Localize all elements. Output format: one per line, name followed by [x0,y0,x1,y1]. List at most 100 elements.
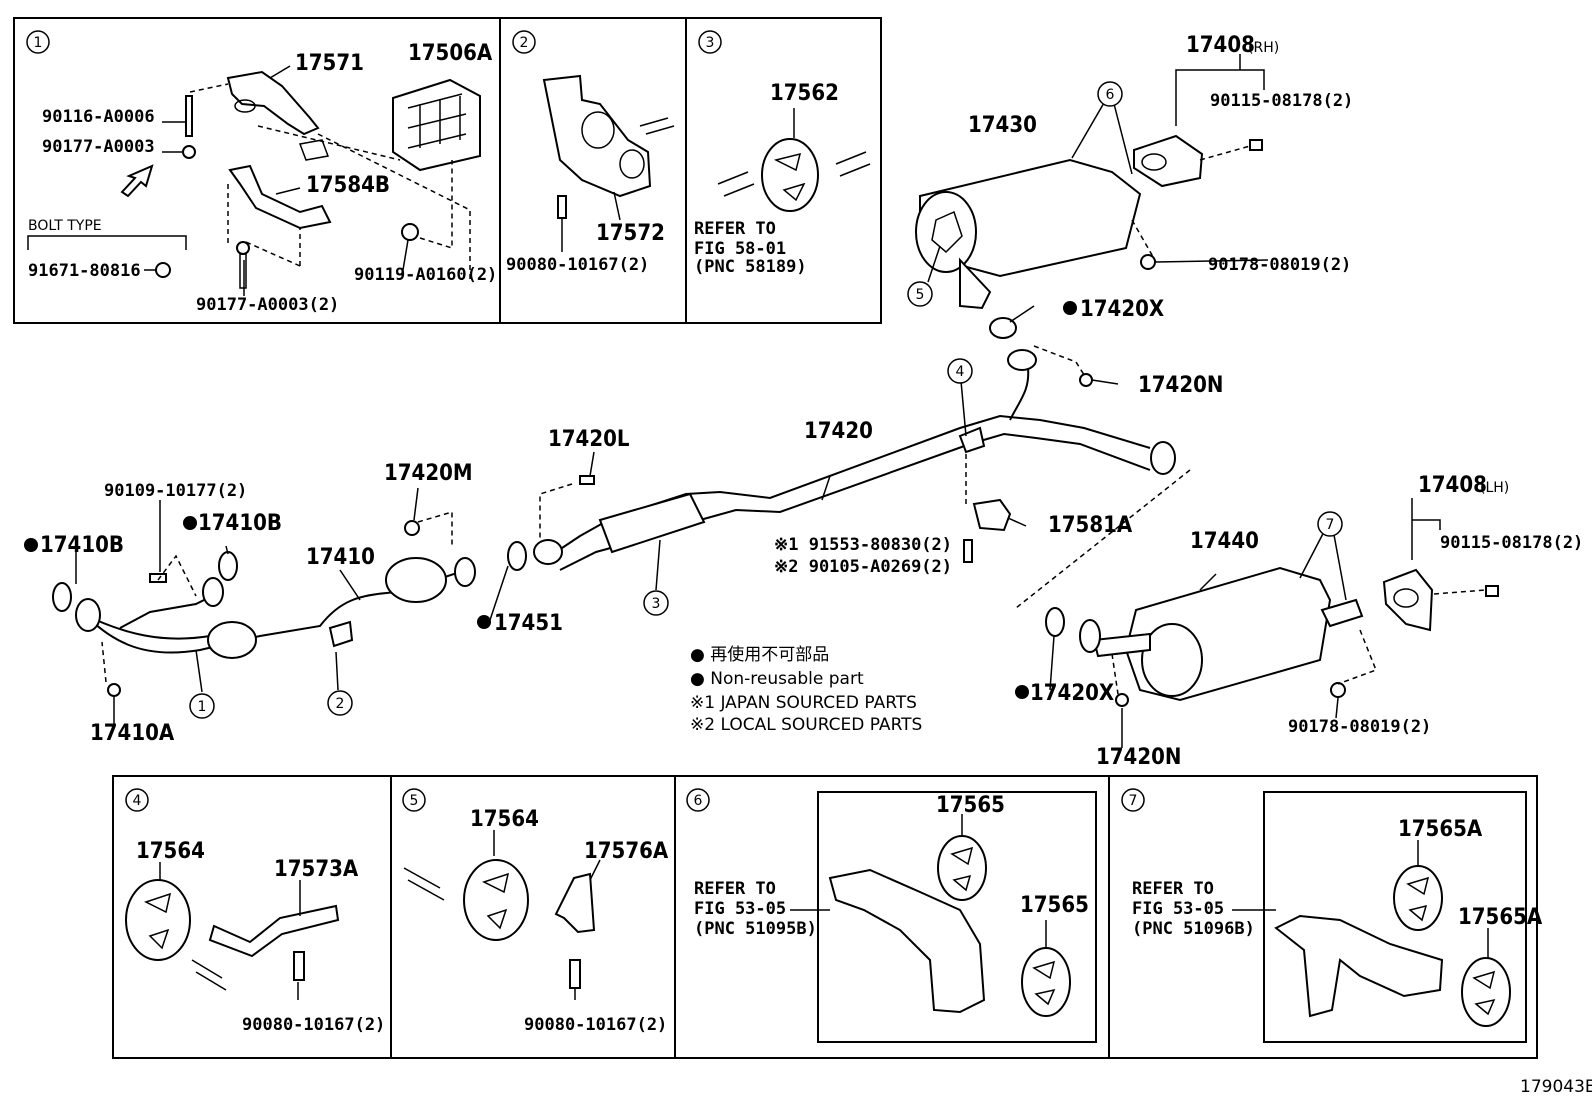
bolt-90115-rh [1249,139,1263,151]
refer-to-line3: (PNC 58189) [694,257,807,277]
label-17565A-a: 17565A [1398,817,1483,842]
label-90080-10167-b: 90080-10167(2) [524,1015,667,1035]
refer-to-51096B-line3: (PNC 51096B) [1132,919,1255,939]
inset-7-subframe [1263,791,1527,1043]
front-pipe-17410 [79,565,471,654]
inset-2-number: 2 [520,35,529,51]
legend-japan-sourced: ※1 JAPAN SOURCED PARTS [690,693,917,713]
bolt-90080-b [569,959,581,989]
callout-5-badge [907,281,933,307]
bracket-17408-lh [1382,568,1434,632]
inset-6-subframe [817,791,1097,1043]
nut-90178-lh [1330,682,1346,698]
inset-6-number: 6 [694,793,703,809]
label-17420X-top: 17420X [1080,297,1164,322]
label-17420N-bottom: 17420N [1096,745,1181,770]
legend-non-reusable: ● Non-reusable part [690,669,864,689]
non-reusable-dot [1015,685,1029,699]
label-17506A: 17506A [408,41,493,66]
callout-1-badge [189,693,215,719]
label-rh: (RH) [1248,40,1279,56]
label-17565-b: 17565 [1020,893,1089,918]
hanger-17576A [554,872,596,934]
label-17451: 17451 [494,611,563,636]
bolt-90119 [401,223,419,241]
label-17572: 17572 [596,221,665,246]
label-bolt-type: BOLT TYPE [28,218,102,234]
gasket-17410B-right [218,551,238,581]
callout-3-badge [643,590,669,616]
inset-3: 3 17562 REFER TO FIG 58-01 (PNC 58189) [685,17,882,324]
refer-to-51095B-line3: (PNC 51095B) [694,919,817,939]
callout-2: 2 [336,696,345,712]
inset-7-number: 7 [1129,793,1138,809]
label-17420N-top: 17420N [1138,373,1223,398]
inset-5-number-badge [402,788,426,812]
inset-5-number: 5 [410,793,419,809]
rubber-hanger-17562 [761,138,819,212]
callout-3: 3 [652,596,661,612]
callout-6-badge [1097,81,1123,107]
label-17430: 17430 [968,113,1037,138]
bracket-17408-rh [1133,134,1204,188]
label-90177-A0003: 90177-A0003 [42,137,155,157]
stud-bolt [185,95,193,137]
inset-4-number: 4 [133,793,142,809]
label-17408-lh: 17408 [1418,473,1487,498]
label-17576A: 17576A [584,839,669,864]
label-17562: 17562 [770,81,839,106]
gasket-17451 [507,541,527,571]
bolt-90109 [149,573,167,583]
nut-17420N-top [1079,373,1093,387]
label-91671-80816: 91671-80816 [28,261,141,281]
inset-5: 5 17564 17576A 90080-10167(2) [390,775,676,1059]
rubber-hanger-17565-a [937,835,987,901]
label-90178-08019-lh: 90178-08019(2) [1288,717,1431,737]
refer-to-line2: FIG 58-01 [694,239,786,259]
inset-1: 1 17571 17506A 90116-A0006 90177-A0003 1… [13,17,501,324]
bolt-90115-lh [1485,585,1499,597]
callout-1: 1 [198,699,207,715]
note-local-sourced: ※2 90105-A0269(2) [774,557,952,577]
label-lh: (LH) [1480,480,1509,496]
label-17573A: 17573A [274,857,359,882]
inset-2: 2 17572 90080-10167(2) [499,17,687,324]
callout-6: 6 [1106,87,1115,103]
label-17571: 17571 [295,51,364,76]
inset-4-number-badge [125,788,149,812]
rubber-hanger-17565-b [1021,947,1071,1017]
refer-to-51096B-line2: FIG 53-05 [1132,899,1224,919]
label-90080-10167-a: 90080-10167(2) [242,1015,385,1035]
non-reusable-dot [183,516,197,530]
label-90115-08178-lh: 90115-08178(2) [1440,533,1583,553]
label-17410: 17410 [306,545,375,570]
flange-left [75,598,101,632]
gasket-17420X-bottom [1045,607,1065,637]
legend-local-sourced: ※2 LOCAL SOURCED PARTS [690,715,922,735]
inset-7: 7 17565A 17565A REFER TO FIG 53-05 (PNC … [1108,775,1543,1059]
nut-90178-rh [1140,254,1156,270]
label-17584B: 17584B [306,173,390,198]
insulator-17506A [392,78,481,172]
label-17420L: 17420L [548,427,630,452]
label-17410B-right: 17410B [198,511,282,536]
callout-2-badge [327,690,353,716]
hanger-17581A [972,498,1012,532]
inset-3-number-badge [698,30,722,54]
sub-muffler [598,492,706,554]
callout-4: 4 [956,364,965,380]
rubber-hanger-17564-b [463,859,529,941]
label-90116-A0006: 90116-A0006 [42,107,155,127]
bolt-91553 [963,539,973,563]
label-17408-rh: 17408 [1186,33,1255,58]
refer-to-line1: REFER TO [694,219,776,239]
label-17565A-b: 17565A [1458,905,1543,930]
main-assembly: 1 2 3 4 5 6 7 17408 (RH) 90115-08178(2) … [24,33,1583,770]
label-17440: 17440 [1190,529,1259,554]
figure-id: 179043E [1520,1077,1592,1097]
label-17420M: 17420M [384,461,473,486]
refer-to-51096B-line1: REFER TO [1132,879,1214,899]
legend-japanese: ● 再使用不可部品 [690,644,829,665]
label-17410A: 17410A [90,721,175,746]
arrow-indicator [120,164,154,198]
